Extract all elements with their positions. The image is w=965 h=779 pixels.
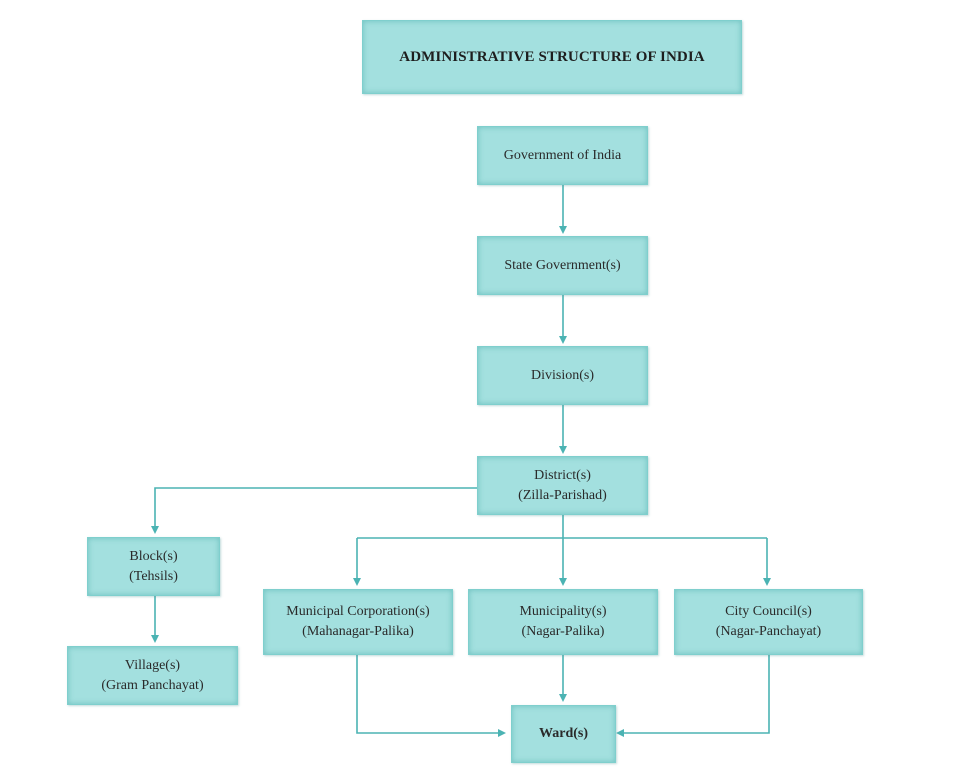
node-sublabel: (Nagar-Palika) <box>521 624 605 639</box>
node-sublabel: (Mahanagar-Palika) <box>302 624 414 639</box>
arrowhead <box>151 526 159 534</box>
edge-municipal-corporation-to-ward <box>356 655 500 734</box>
arrowhead <box>353 578 361 586</box>
arrowhead <box>498 729 506 737</box>
node-municipality: Municipality(s) (Nagar-Palika) <box>468 589 658 655</box>
node-label: Division(s) <box>531 367 594 383</box>
node-label: State Government(s) <box>504 257 621 273</box>
node-label: District(s) <box>534 467 591 483</box>
arrowhead <box>559 336 567 344</box>
arrowhead <box>559 226 567 234</box>
node-village: Village(s) (Gram Panchayat) <box>67 646 238 705</box>
node-label: Village(s) <box>124 657 181 673</box>
node-label: Municipal Corporation(s) <box>286 604 430 619</box>
node-state-government: State Government(s) <box>477 236 648 295</box>
node-ward: Ward(s) <box>511 705 616 763</box>
node-district: District(s) (Zilla-Parishad) <box>477 456 648 515</box>
node-block: Block(s) (Tehsils) <box>87 537 220 596</box>
diagram-title: ADMINISTRATIVE STRUCTURE OF INDIA <box>362 20 742 94</box>
node-label: Block(s) <box>129 548 178 564</box>
node-sublabel: (Zilla-Parishad) <box>518 487 607 503</box>
arrowhead <box>559 446 567 454</box>
node-label: Municipality(s) <box>519 604 607 619</box>
node-sublabel: (Gram Panchayat) <box>101 677 204 693</box>
edge-district-to-block <box>154 487 477 528</box>
arrowhead <box>616 729 624 737</box>
node-government-of-india: Government of India <box>477 126 648 185</box>
arrowhead <box>151 635 159 643</box>
arrowhead <box>559 694 567 702</box>
node-city-council: City Council(s) (Nagar-Panchayat) <box>674 589 863 655</box>
node-municipal-corporation: Municipal Corporation(s) (Mahanagar-Pali… <box>263 589 453 655</box>
node-label: Government of India <box>503 147 622 163</box>
arrowhead <box>559 578 567 586</box>
node-sublabel: (Tehsils) <box>129 568 178 584</box>
node-label: Ward(s) <box>539 726 588 741</box>
arrowhead <box>763 578 771 586</box>
node-sublabel: (Nagar-Panchayat) <box>715 624 822 639</box>
node-label: City Council(s) <box>725 604 812 619</box>
title-text: ADMINISTRATIVE STRUCTURE OF INDIA <box>399 49 705 65</box>
edge-city-council-to-ward <box>622 655 770 734</box>
node-division: Division(s) <box>477 346 648 405</box>
